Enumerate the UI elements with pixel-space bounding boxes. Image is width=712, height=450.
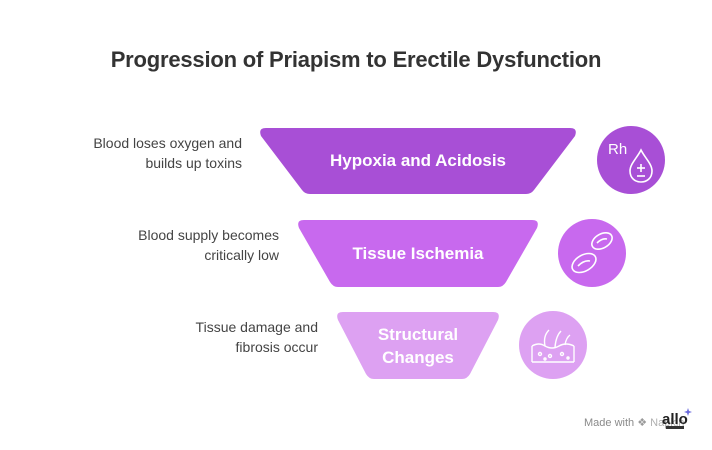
stage-3-description-line-2: fibrosis occur [235, 339, 318, 355]
stage-3-description-line-1: Tissue damage and [195, 319, 318, 335]
stage-2-funnel-shape [298, 220, 538, 287]
rh-icon-text: Rh [608, 141, 627, 158]
svg-text:allo: allo [662, 411, 688, 428]
stage-3-description: Tissue damage and fibrosis occur [100, 317, 318, 357]
stage-1-funnel-shape [260, 128, 576, 194]
stage-2-description: Blood supply becomes critically low [60, 225, 279, 265]
stage-3-funnel-shape [337, 312, 499, 379]
diagram-title: Progression of Priapism to Erectile Dysf… [110, 47, 602, 72]
stage-2-description-line-1: Blood supply becomes [138, 227, 279, 243]
stage-3-label-line-1: Structural [377, 325, 459, 344]
stage-1-label: Hypoxia and Acidosis [329, 151, 507, 170]
stage-1-icon-circle [597, 126, 665, 194]
allo-logo: allo [660, 406, 694, 432]
stage-3-label-line-2: Changes [382, 348, 454, 367]
stage-3-icon-circle [519, 311, 587, 379]
napkin-brand-icon: ❖ [637, 417, 648, 429]
made-with-text: Made with [584, 417, 635, 429]
skin-tissue-icon [531, 329, 575, 363]
stage-2-icon-circle [558, 219, 626, 287]
stage-1-description-line-1: Blood loses oxygen and [93, 135, 242, 151]
stage-3-label: Structural Changes [350, 323, 486, 369]
red-blood-cells-icon [571, 232, 613, 274]
stage-2-description-line-2: critically low [204, 247, 279, 263]
stage-2-label: Tissue Ischemia [352, 244, 484, 263]
stage-1-description: Blood loses oxygen and builds up toxins [40, 133, 242, 173]
stage-1-description-line-2: builds up toxins [145, 155, 242, 171]
blood-drop-rh-icon [629, 148, 653, 183]
